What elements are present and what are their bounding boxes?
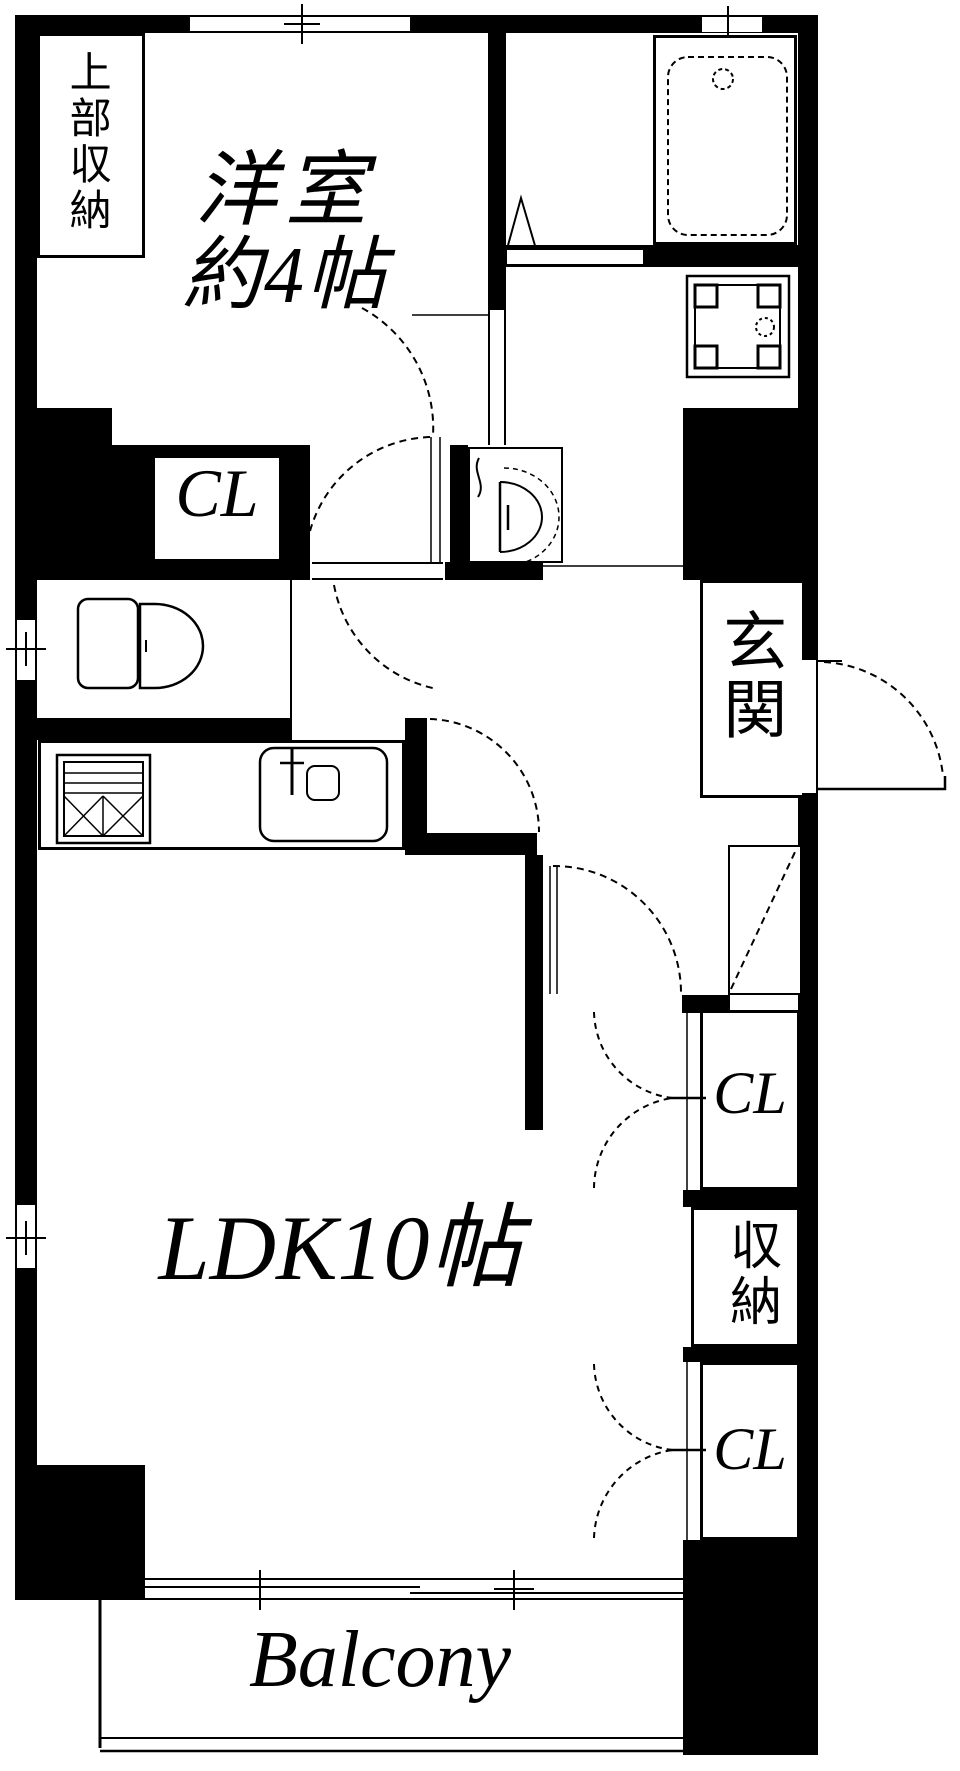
wall-kitchen-right (405, 718, 427, 855)
ldk-door-opening (553, 995, 682, 1013)
west-room-door-gap (488, 310, 506, 445)
wall-left (15, 15, 37, 1600)
entrance-door-swing (818, 660, 947, 791)
ldk-label: LDK10帖 (158, 1197, 522, 1299)
balcony-label: Balcony (248, 1616, 512, 1704)
wall-niche-bottom (445, 562, 543, 580)
wall-corner-bottom-left (15, 1465, 145, 1600)
wall-closet-mass (32, 445, 152, 563)
western-room-label: 洋室 約4帖 (120, 145, 450, 321)
genkan-step-box (728, 845, 800, 995)
bathroom-box (653, 35, 797, 245)
entrance-label: 玄関 (714, 608, 786, 744)
balcony-window (145, 1578, 683, 1600)
door-leaf-washroom (430, 437, 441, 562)
toilet-icon (76, 597, 205, 690)
closet-lower-door-arcs (593, 1363, 673, 1539)
door-arc-ldk (552, 864, 683, 995)
wall-top (15, 15, 818, 33)
wall-genkan-mass (683, 408, 818, 580)
wall-toilet-bottom (37, 718, 292, 740)
door-leaf-ldk (549, 866, 558, 994)
wall-between-closet1-storage (683, 1190, 800, 1207)
bath-door-swing-triangle (505, 194, 538, 250)
wall-partition-bath (488, 33, 506, 310)
wall-hall-band (32, 562, 310, 580)
wall-between-storage-closet2 (683, 1347, 800, 1362)
toilet-room-right-line (290, 580, 292, 718)
kitchen-counter (38, 740, 405, 850)
toilet-door-opening (312, 562, 443, 580)
window-ldk-left (15, 1205, 37, 1268)
closet-hall-box (152, 455, 282, 562)
door-arc-kitchen (429, 718, 540, 833)
washbasin-niche (468, 447, 563, 563)
western-room-size: 約4帖 (182, 232, 388, 321)
window-toilet (15, 620, 37, 680)
storage-label: 収納 (721, 1218, 779, 1330)
genkan-box (700, 580, 802, 798)
storage-box (691, 1207, 800, 1347)
door-arc-toilet (333, 584, 438, 690)
wall-corner-bottom-right (683, 1540, 818, 1755)
door-arc-west-room (361, 307, 435, 437)
closet-hall-label: CL (175, 455, 259, 531)
vent-top (702, 17, 762, 32)
wall-kitchen-door-band (427, 833, 537, 855)
closet-lower-box (700, 1362, 800, 1540)
closet-upper-box (700, 1010, 800, 1190)
window-top (190, 15, 410, 33)
wall-corridor (525, 855, 543, 1130)
wall-hall-closet-band (682, 995, 730, 1013)
door-arc-washroom (309, 436, 433, 532)
washer-pan-icon (685, 274, 791, 379)
upper-storage-box (37, 33, 145, 258)
wall-pillar-west (15, 408, 112, 445)
closet-lower-label: CL (713, 1416, 787, 1482)
western-room-name: 洋室 (195, 145, 375, 236)
bathroom-door (505, 248, 645, 266)
wall-closet-jamb (282, 445, 310, 563)
closet-upper-door-arcs (593, 1011, 673, 1189)
wall-closet-top (152, 445, 310, 455)
wall-niche-left (450, 445, 468, 563)
closet-upper-label: CL (713, 1060, 787, 1126)
upper-storage-label: 上部収納 (63, 50, 110, 234)
